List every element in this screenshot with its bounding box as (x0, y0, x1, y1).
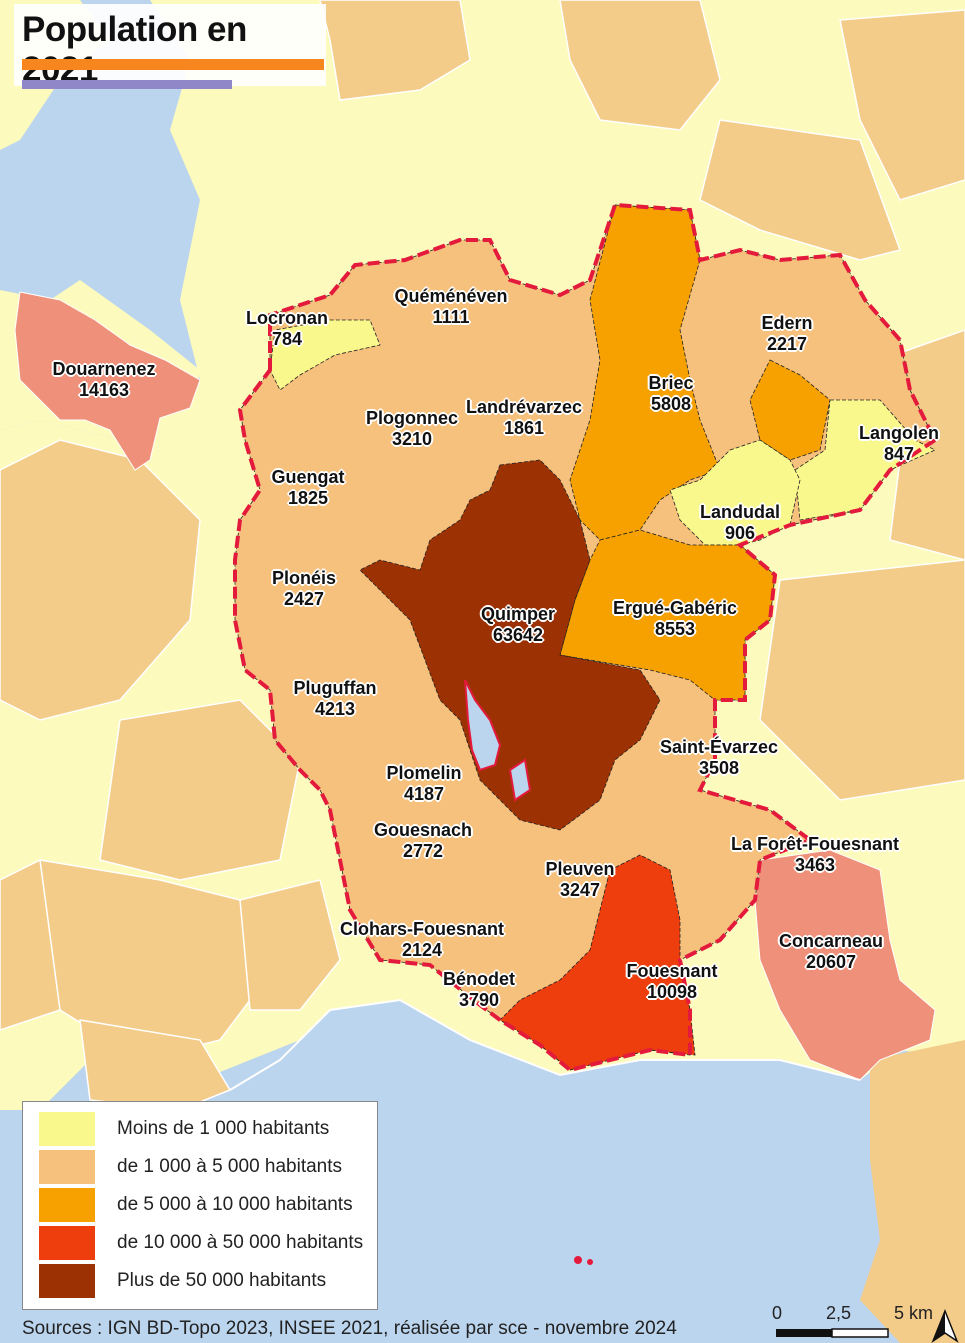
legend-label: Moins de 1 000 habitants (117, 1118, 330, 1139)
legend-label: Plus de 50 000 habitants (117, 1270, 327, 1291)
scale-label: 5 km (894, 1303, 934, 1323)
islet (574, 1256, 582, 1264)
study-area-boundary (233, 202, 938, 1073)
islet (587, 1259, 593, 1265)
legend-swatch (39, 1150, 95, 1184)
title-bar-orange (22, 59, 324, 70)
legend-label: de 10 000 à 50 000 habitants (117, 1232, 364, 1253)
legend-item: Plus de 50 000 habitants (39, 1264, 375, 1298)
commune-landudal (669, 439, 801, 546)
commune-concarneau (754, 849, 936, 1081)
commune-quimper (359, 459, 661, 831)
study-area (234, 204, 936, 1071)
commune-locronan (269, 319, 381, 391)
commune-douarnenez (14, 291, 201, 471)
commune-briec (569, 204, 721, 541)
title-bar-purple (22, 80, 232, 89)
commune-edern-patch (749, 359, 831, 461)
title-box: Population en 2021 (14, 4, 326, 89)
legend-item: de 10 000 à 50 000 habitants (39, 1226, 375, 1260)
legend-swatch (39, 1264, 95, 1298)
legend-label: de 1 000 à 5 000 habitants (117, 1156, 343, 1177)
legend-swatch (39, 1188, 95, 1222)
legend-swatch (39, 1112, 95, 1146)
legend-label: de 5 000 à 10 000 habitants (117, 1194, 353, 1215)
scale-label: 2,5 (826, 1303, 852, 1323)
legend-item: de 5 000 à 10 000 habitants (39, 1188, 375, 1222)
legend-item: Moins de 1 000 habitants (39, 1112, 375, 1146)
scale-label: 0 (772, 1303, 783, 1323)
coastline (229, 998, 861, 1091)
scale-bar: 0 2,5 5 km (770, 1303, 960, 1343)
scale-graphic (776, 1328, 889, 1338)
commune-fouesnant (499, 854, 696, 1071)
legend-swatch (39, 1226, 95, 1260)
legend: Moins de 1 000 habitants de 1 000 à 5 00… (22, 1101, 378, 1310)
legend-item: de 1 000 à 5 000 habitants (39, 1150, 375, 1184)
map-title: Population en 2021 (22, 10, 247, 89)
odet-estuary (464, 679, 532, 802)
sources-footer: Sources : IGN BD-Topo 2023, INSEE 2021, … (22, 1318, 677, 1339)
outside-communes (0, 0, 965, 1111)
north-arrow-icon (931, 1309, 959, 1343)
